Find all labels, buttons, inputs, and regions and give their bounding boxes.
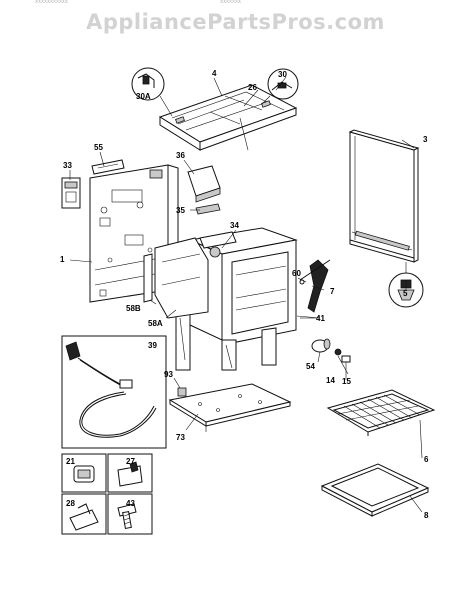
- bracket-30a-part: [131, 67, 165, 101]
- insulation-58a-part: [154, 237, 209, 319]
- callout-21: 21: [66, 457, 75, 466]
- callout-93: 93: [164, 370, 173, 379]
- top-panel-part: [158, 84, 298, 151]
- insulation-58b-part: [143, 253, 153, 303]
- callout-30a: 30A: [136, 92, 151, 101]
- callout-7: 7: [330, 287, 335, 296]
- callout-58b: 58B: [126, 304, 141, 313]
- callout-6: 6: [424, 455, 429, 464]
- callout-28: 28: [66, 499, 75, 508]
- callout-15: 15: [342, 377, 351, 386]
- callout-26: 26: [248, 83, 257, 92]
- callout-3: 3: [423, 135, 428, 144]
- bottom-panel-part: [168, 383, 292, 432]
- callout-5: 5: [403, 289, 408, 298]
- callout-55: 55: [94, 143, 103, 152]
- callout-58a: 58A: [148, 319, 163, 328]
- callout-73: 73: [176, 433, 185, 442]
- bracket-36-part: [187, 165, 221, 203]
- callout-43: 43: [126, 499, 135, 508]
- callout-34: 34: [230, 221, 239, 230]
- knob-54-part: [311, 338, 331, 353]
- callout-60: 60: [292, 269, 301, 278]
- part-93: [177, 387, 187, 397]
- callout-39: 39: [148, 341, 157, 350]
- callout-4: 4: [212, 69, 217, 78]
- callout-35: 35: [176, 206, 185, 215]
- terminal-block-33-part: [61, 177, 81, 209]
- callout-30: 30: [278, 70, 287, 79]
- door-hinge-7-part: [299, 259, 331, 313]
- header-fragment-left: xxxxxxxxxxx: [35, 0, 68, 5]
- part-43-box: [107, 493, 153, 535]
- screw-15-part: [341, 355, 351, 363]
- header-fragment-right: xxxxxxx: [220, 0, 241, 5]
- part-28-box: [61, 493, 107, 535]
- bracket-34-part: [199, 231, 237, 258]
- part-27-box: [107, 453, 153, 493]
- callout-54: 54: [306, 362, 315, 371]
- oven-rack-part: [326, 389, 436, 436]
- callout-1: 1: [60, 255, 65, 264]
- broiler-pan-part: [320, 463, 430, 517]
- callout-33: 33: [63, 161, 72, 170]
- leader-lines: [69, 76, 423, 513]
- side-panel-part: [348, 129, 420, 263]
- callout-36: 36: [176, 151, 185, 160]
- callout-27: 27: [126, 457, 135, 466]
- cord-cover-55-part: [91, 159, 125, 175]
- callout-8: 8: [424, 511, 429, 520]
- spring-14-part: [334, 348, 342, 356]
- part-21-box: [61, 453, 107, 493]
- callout-14: 14: [326, 376, 335, 385]
- callout-41: 41: [316, 314, 325, 323]
- power-cord-39-part: [61, 335, 167, 449]
- watermark-text: AppliancePartsPros.com: [86, 10, 385, 34]
- clip-35-part: [195, 203, 221, 215]
